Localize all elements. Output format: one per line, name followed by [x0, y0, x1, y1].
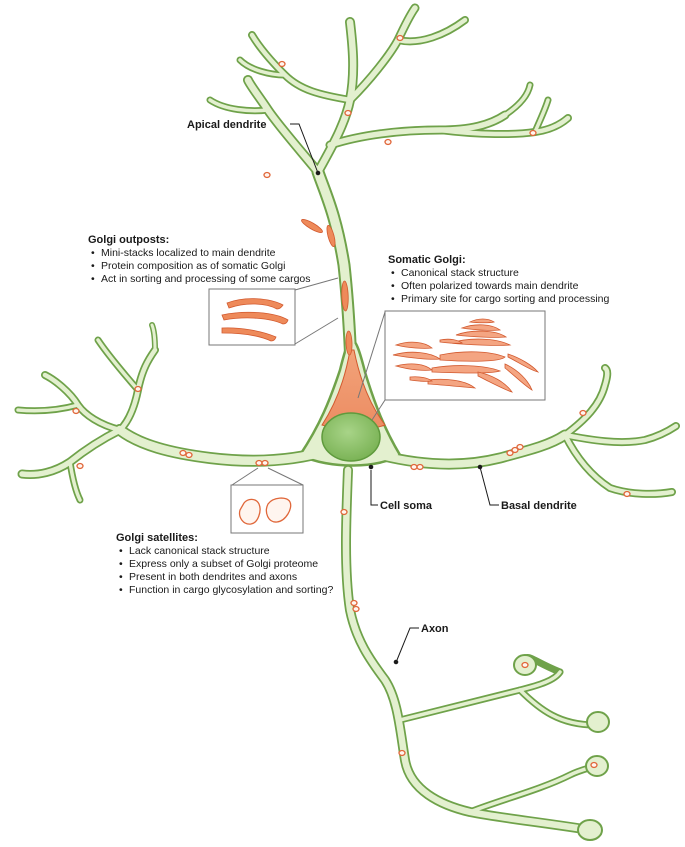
- golgi-outposts-bullet: Act in sorting and processing of some ca…: [101, 273, 311, 285]
- bullet-marker: •: [119, 571, 123, 583]
- basal-dendrite-label: Basal dendrite: [501, 500, 577, 512]
- golgi-outposts-in-dendrite: [301, 219, 353, 356]
- golgi-outpost: [345, 330, 353, 356]
- callout-golgi-satellites: [230, 467, 304, 534]
- satellite-ring: [529, 129, 537, 137]
- callout-somatic-golgi: [357, 310, 546, 421]
- satellite-ring: [350, 599, 358, 607]
- satellite-ring: [344, 109, 352, 117]
- golgi-satellites-rings: [72, 34, 631, 769]
- satellite-ring: [384, 138, 392, 146]
- satellite-ring: [263, 171, 271, 179]
- satellite-ring: [623, 490, 631, 498]
- cell-soma-label: Cell soma: [380, 500, 433, 512]
- satellite-ring: [255, 459, 263, 467]
- satellite-ring: [506, 449, 514, 457]
- satellite-ring: [185, 451, 193, 459]
- bullet-marker: •: [91, 260, 95, 272]
- somatic-golgi-bullet: Often polarized towards main dendrite: [401, 280, 579, 292]
- satellite-ring: [76, 462, 84, 470]
- golgi-outpost: [301, 219, 323, 233]
- golgi-outpost: [326, 224, 336, 248]
- satellite-ring: [340, 508, 348, 516]
- satellite-ring: [72, 407, 80, 415]
- satellite-ring: [179, 449, 187, 457]
- satellite-ring: [261, 459, 269, 467]
- satellite-ring: [516, 443, 524, 451]
- nucleus: [321, 412, 381, 462]
- golgi-outposts-bullet: Mini-stacks localized to main dendrite: [101, 247, 276, 259]
- satellite-ring: [511, 446, 519, 454]
- golgi-outposts-text: Golgi outposts: • Mini-stacks localized …: [88, 234, 311, 285]
- somatic-golgi-text: Somatic Golgi: • Canonical stack structu…: [388, 254, 609, 305]
- satellite-ring: [396, 34, 404, 42]
- neurite-fill-layer: [16, 5, 679, 834]
- satellite-ring: [579, 409, 587, 417]
- bullet-marker: •: [91, 273, 95, 285]
- bullet-marker: •: [119, 545, 123, 557]
- somatic-golgi-bullet: Canonical stack structure: [401, 267, 519, 279]
- satellite-ring: [521, 661, 529, 669]
- golgi-satellites-bullet: Express only a subset of Golgi proteome: [129, 558, 318, 570]
- golgi-outposts-bullet: Protein composition as of somatic Golgi: [101, 260, 285, 272]
- bullet-marker: •: [91, 247, 95, 259]
- satellite-ring: [416, 463, 424, 471]
- golgi-satellites-bullet: Lack canonical stack structure: [129, 545, 270, 557]
- somatic-golgi-title: Somatic Golgi:: [388, 254, 466, 266]
- golgi-outpost: [341, 280, 349, 312]
- bullet-marker: •: [391, 267, 395, 279]
- satellite-ring: [398, 749, 406, 757]
- bullet-marker: •: [119, 584, 123, 596]
- bullet-marker: •: [119, 558, 123, 570]
- callout-golgi-outposts: [208, 277, 339, 346]
- leader-lines: [290, 123, 499, 665]
- axon-terminal: [586, 711, 610, 733]
- golgi-satellites-text: Golgi satellites: • Lack canonical stack…: [116, 532, 333, 596]
- bullet-marker: •: [391, 280, 395, 292]
- satellite-ring: [352, 605, 360, 613]
- satellite-ring: [590, 761, 598, 769]
- golgi-satellites-bullet: Present in both dendrites and axons: [129, 571, 297, 583]
- axon-terminals: [513, 654, 610, 841]
- axon-label: Axon: [421, 623, 449, 635]
- golgi-satellites-bullet: Function in cargo glycosylation and sort…: [129, 584, 333, 596]
- axon-terminal: [577, 819, 603, 841]
- apical-dendrite-label: Apical dendrite: [187, 119, 266, 131]
- bullet-marker: •: [391, 293, 395, 305]
- golgi-satellites-title: Golgi satellites:: [116, 532, 198, 544]
- somatic-golgi-bullet: Primary site for cargo sorting and proce…: [401, 293, 609, 305]
- satellite-ring: [410, 463, 418, 471]
- golgi-outposts-title: Golgi outposts:: [88, 234, 169, 246]
- satellite-ring: [278, 60, 286, 68]
- satellite-ring: [134, 385, 142, 393]
